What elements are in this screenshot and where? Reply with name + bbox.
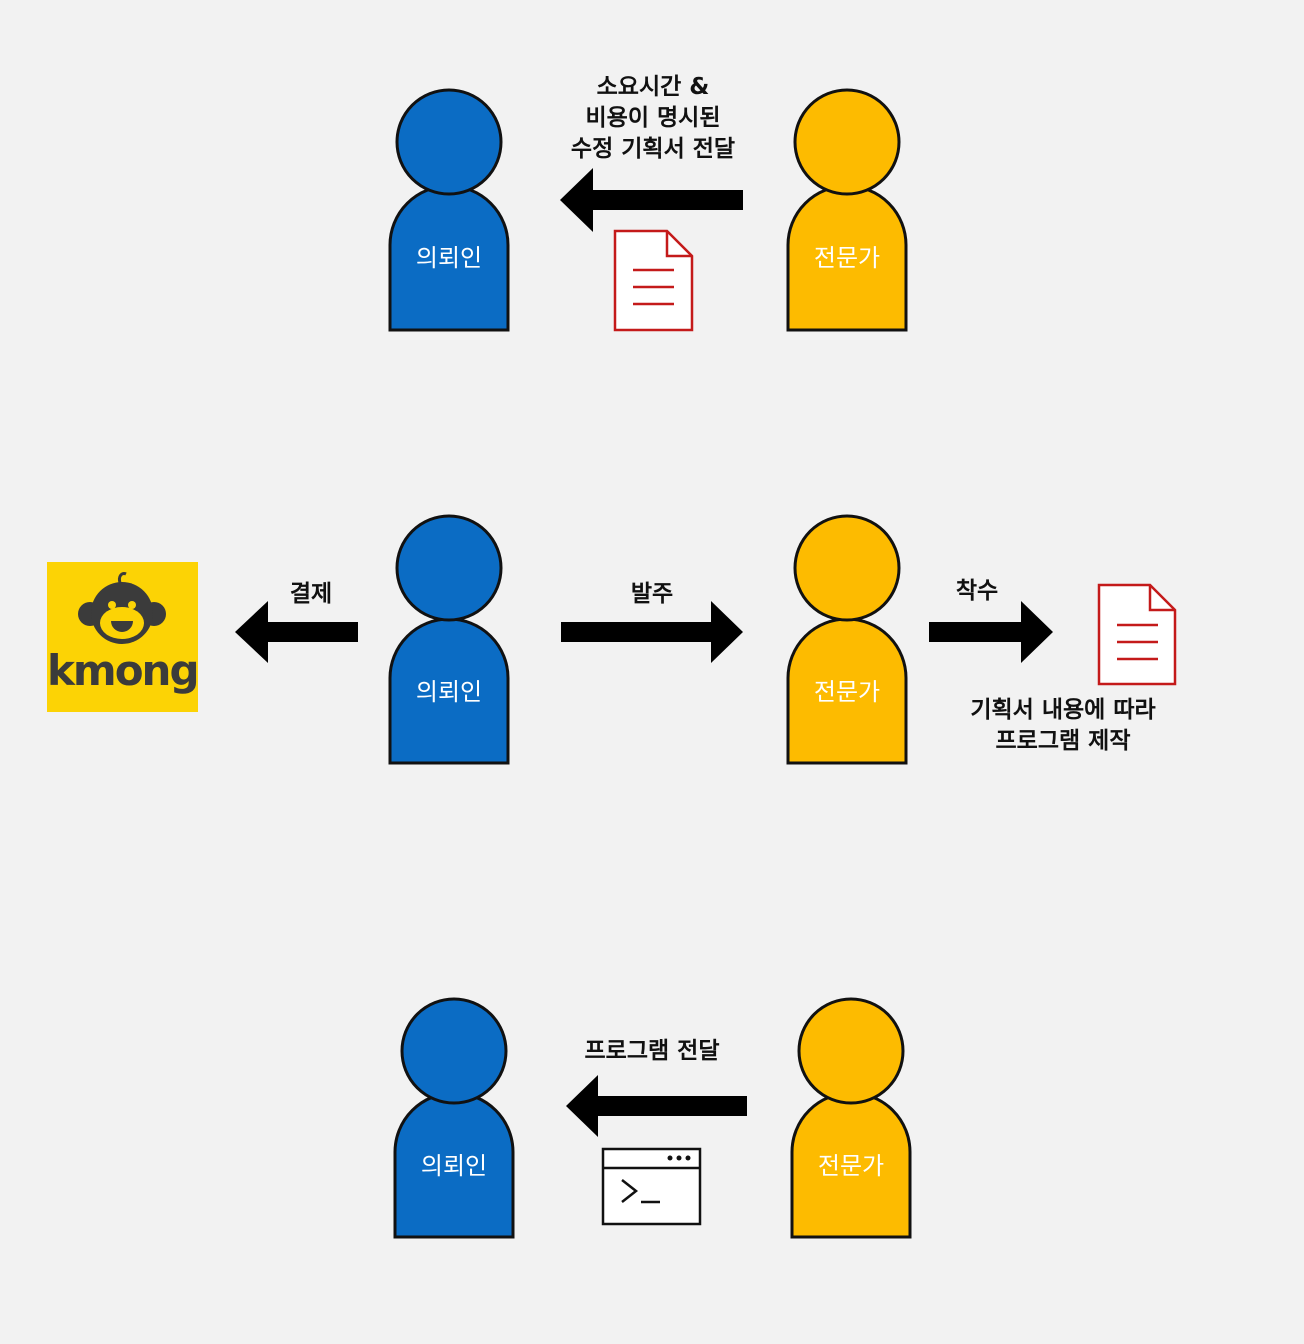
right-arrow-icon [929,601,1053,663]
start-caption: 착수 [955,578,999,604]
caption-line: 수정 기획서 전달 [570,136,736,162]
expert-figure-3 [790,997,912,1239]
document-icon [1097,583,1177,686]
client-figure-2 [388,514,510,765]
caption-line: 프로그램 제작 [995,728,1131,754]
expert-figure-1 [786,88,908,332]
production-caption: 기획서 내용에 따라 프로그램 제작 [943,695,1183,757]
client-label: 의뢰인 [415,678,483,706]
left-arrow-icon [235,601,358,663]
order-caption: 발주 [630,581,674,607]
left-arrow-icon [566,1075,747,1137]
payment-caption: 결제 [289,581,333,607]
arrow-caption: 소요시간 & 비용이 명시된 수정 기획서 전달 [553,72,753,165]
terminal-icon [601,1147,702,1226]
client-figure-3 [393,997,515,1239]
document-icon [613,229,694,332]
client-figure-1 [388,88,510,332]
kmong-logo [47,562,198,712]
caption-line: 비용이 명시된 [585,105,721,131]
expert-label: 전문가 [813,244,881,272]
client-label: 의뢰인 [415,244,483,272]
expert-label: 전문가 [817,1152,885,1180]
expert-figure-2 [786,514,908,765]
kmong-logo-text: kmong [47,646,200,695]
arrow-caption: 프로그램 전달 [584,1038,720,1064]
client-label: 의뢰인 [420,1152,488,1180]
caption-line: 기획서 내용에 따라 [970,697,1156,723]
right-arrow-icon [561,601,743,663]
left-arrow-icon [560,168,743,232]
caption-line: 소요시간 & [596,74,710,100]
expert-label: 전문가 [813,678,881,706]
